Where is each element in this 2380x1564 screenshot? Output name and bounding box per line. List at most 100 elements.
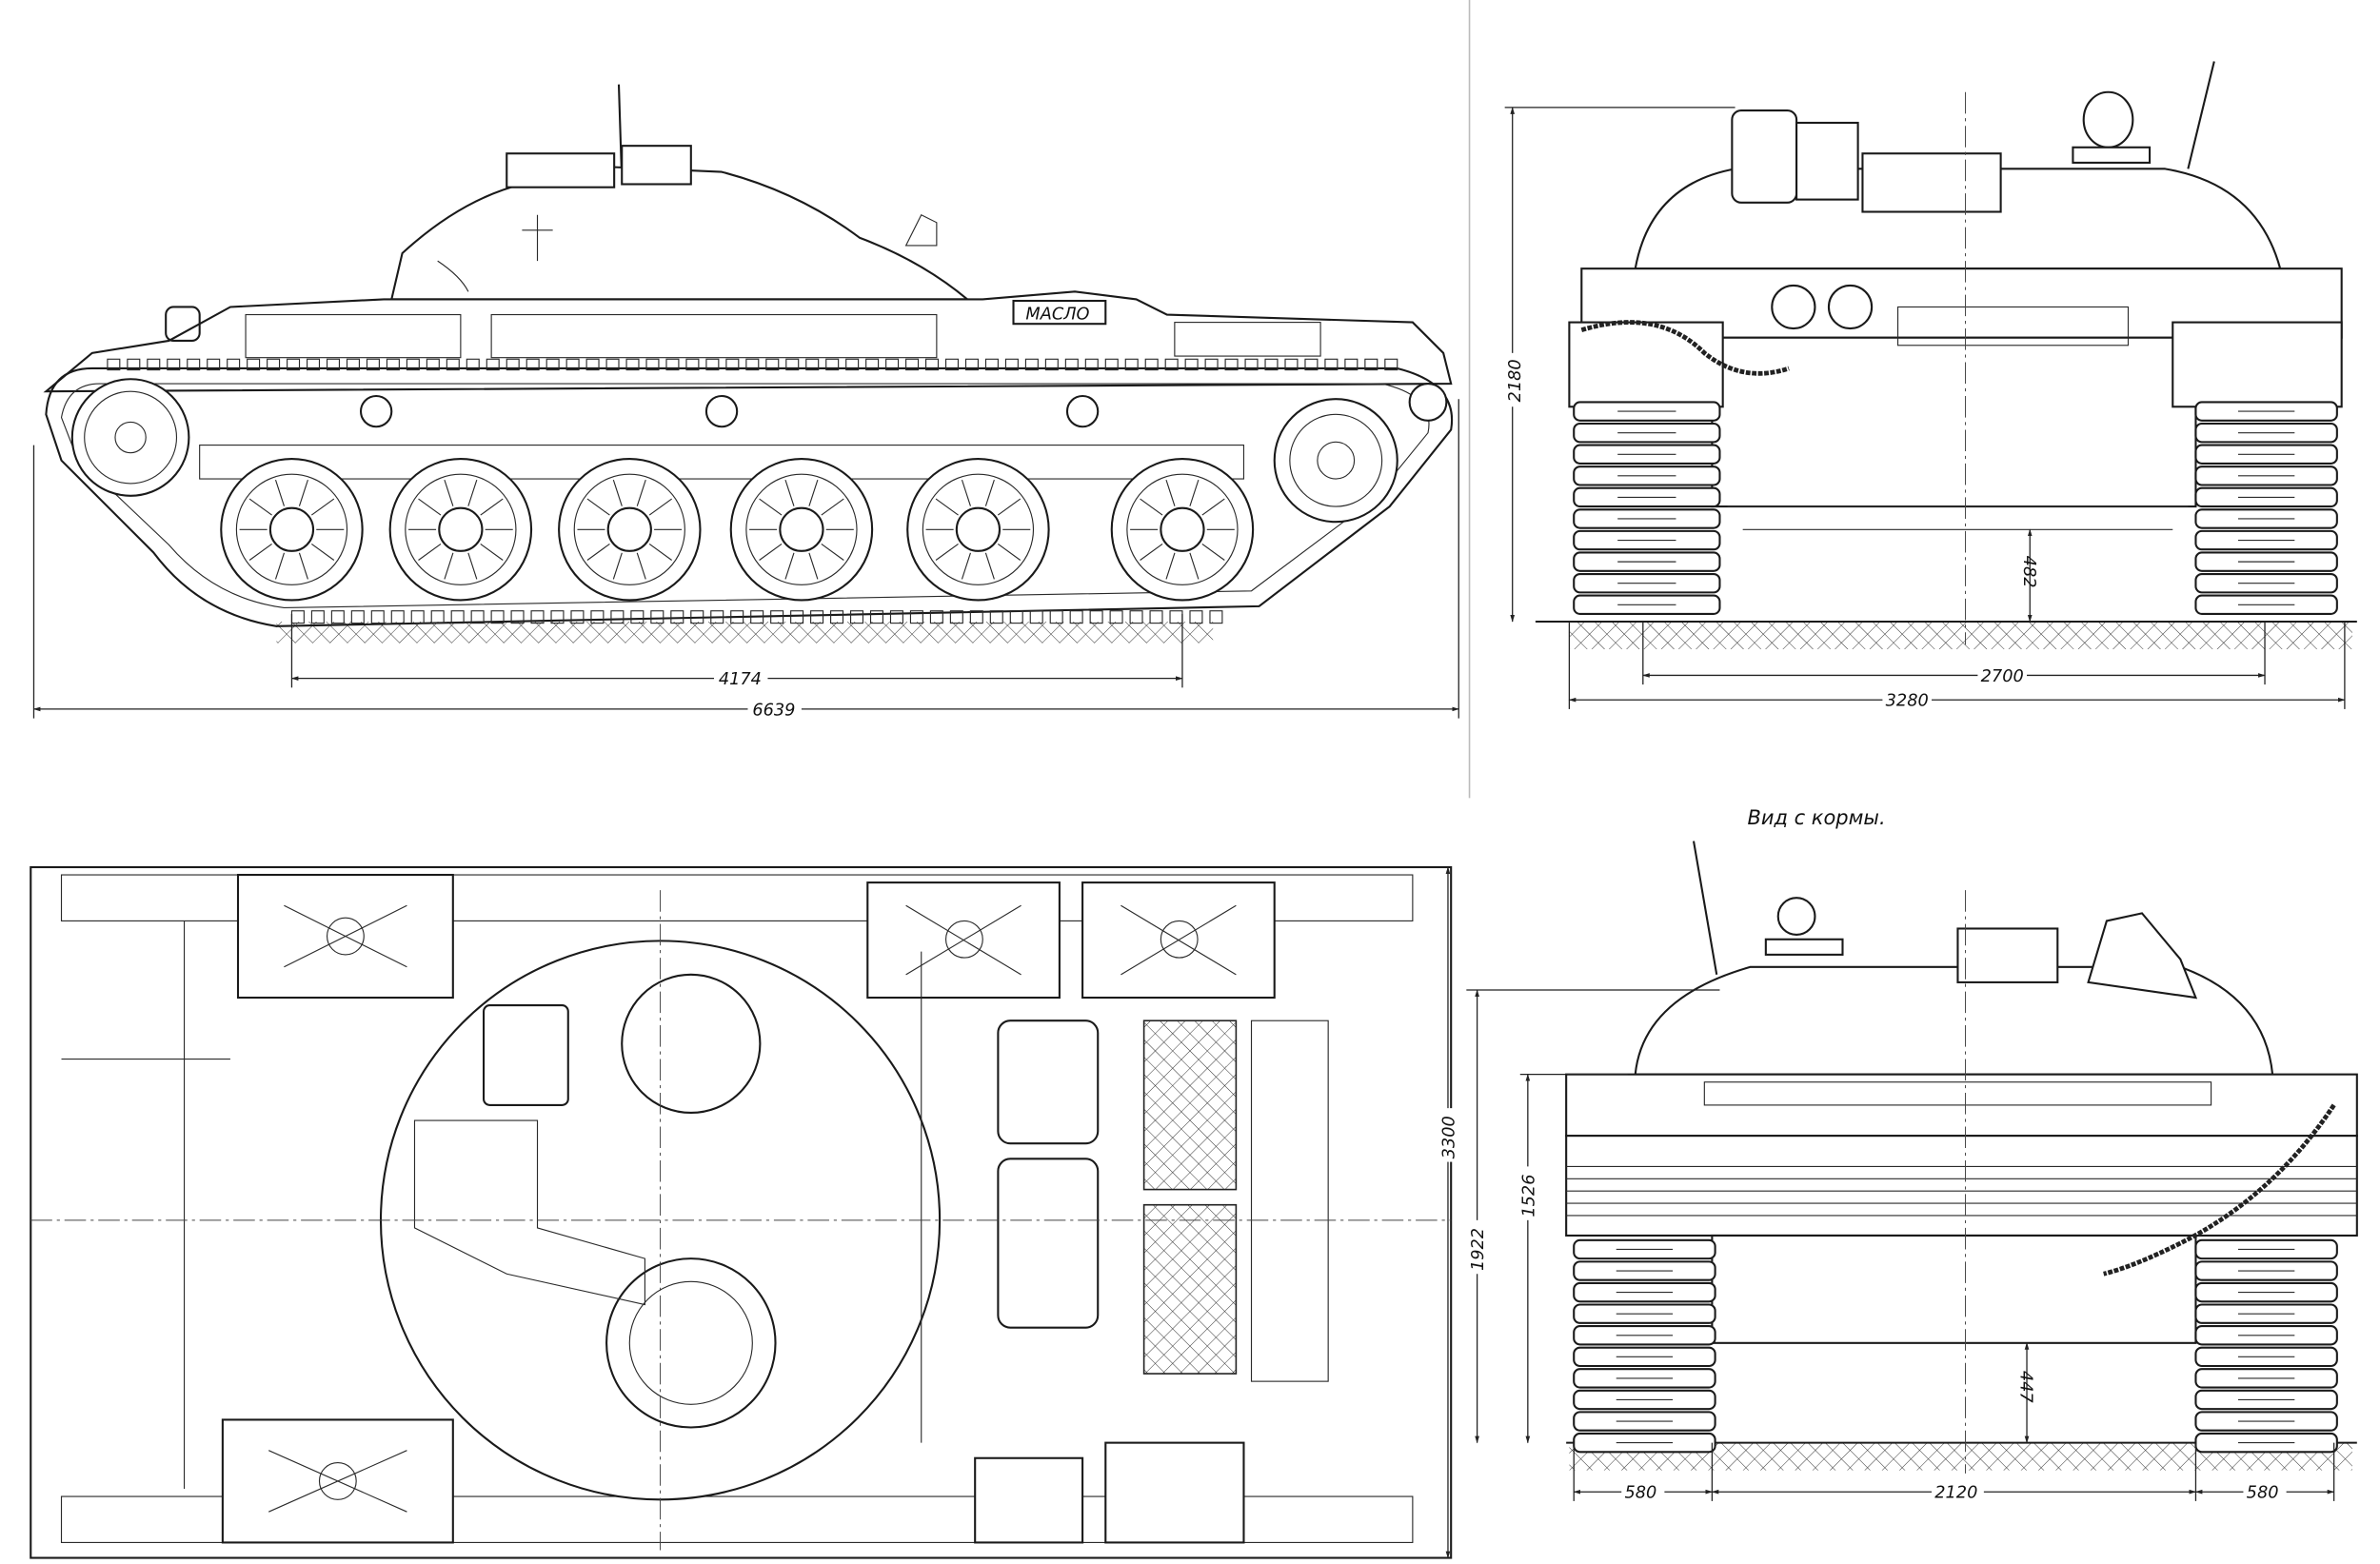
road-wheel [220, 458, 364, 602]
wheel-spoke [984, 479, 995, 506]
left-track [1573, 401, 1721, 615]
return-roller [1065, 394, 1100, 428]
fuel-box [974, 1456, 1084, 1544]
wheel-spoke [480, 543, 504, 561]
track-link [1244, 358, 1259, 371]
track-link [510, 610, 525, 624]
track-link [889, 610, 903, 624]
searchlight [1776, 897, 1816, 936]
track-link [1144, 358, 1159, 371]
track-link [805, 358, 820, 371]
wheel-spoke [418, 543, 442, 561]
track-link [127, 358, 141, 371]
wheel-rim [729, 458, 874, 602]
track-link [570, 610, 585, 624]
dim-length: 6639 [752, 701, 795, 720]
road-wheel [906, 458, 1050, 602]
wheel-hub [606, 506, 652, 552]
wheel-spoke [586, 543, 610, 561]
track-link [750, 610, 764, 624]
wheel-spoke [759, 543, 783, 561]
track-link [790, 610, 804, 624]
fender-box-3 [1174, 322, 1321, 357]
rear-view-title: Вид с кормы. [1747, 806, 1885, 829]
track-link [350, 610, 365, 624]
wheel-disc [745, 473, 858, 585]
wheel-spoke [274, 479, 286, 506]
track-link [526, 358, 540, 371]
track-link [386, 358, 400, 371]
track-link [585, 358, 600, 371]
track-link [1124, 358, 1139, 371]
dim-track-left: 580 [1624, 1484, 1656, 1503]
wheel-spoke [808, 552, 819, 580]
track-link [247, 358, 261, 371]
wheel-hub [1160, 506, 1205, 552]
track-link [430, 610, 445, 624]
left-fender [1568, 321, 1724, 408]
wheel-spoke [310, 543, 335, 561]
return-roller [704, 394, 739, 428]
hull-outline [30, 865, 1453, 1559]
track-link [964, 358, 979, 371]
road-wheels [220, 394, 1255, 602]
upper-hull [43, 290, 1453, 393]
turret-detail [437, 213, 938, 292]
track-link [765, 358, 780, 371]
wheel-hub [438, 506, 484, 552]
dim-deck-height: 1526 [1519, 1175, 1538, 1218]
track-link [705, 358, 720, 371]
wheel-spoke [480, 498, 504, 516]
track-link [530, 610, 545, 624]
track-link [905, 358, 920, 371]
turret [389, 165, 971, 301]
louvre-grill [1703, 1081, 2212, 1106]
track-link [1384, 358, 1398, 371]
radiator-louvres [1250, 1020, 1329, 1382]
wheel-spoke [586, 498, 610, 516]
searchlight-box [1731, 109, 1798, 204]
track-link [1084, 358, 1099, 371]
track-link [685, 358, 700, 371]
track-link [1209, 610, 1223, 624]
right-track-plan [60, 1495, 1414, 1543]
ground-hatch [1569, 622, 2352, 650]
track-link [406, 358, 420, 371]
track-link [326, 358, 341, 371]
track-link [410, 610, 425, 624]
dim-track-right: 580 [2247, 1484, 2279, 1503]
track-link [506, 358, 520, 371]
wheel-spoke [444, 479, 454, 506]
track-link [1184, 358, 1199, 371]
drive-sprocket [1273, 398, 1398, 524]
wheel-spoke [784, 552, 795, 580]
track-link [1149, 610, 1163, 624]
track-link [167, 358, 181, 371]
fender-box-2 [490, 313, 938, 359]
track-link [1204, 358, 1219, 371]
track-link [730, 610, 744, 624]
track-link [267, 358, 281, 371]
engine-grille [1142, 1020, 1238, 1191]
wheel-spoke [636, 552, 646, 580]
wheel-rim [1110, 458, 1255, 602]
wheel-rim [558, 458, 702, 602]
left-track [1573, 1238, 1716, 1454]
track-link [346, 358, 360, 371]
wheel-spoke [310, 498, 335, 516]
hatch-block [1861, 152, 2002, 213]
dim-track-center: 2700 [1981, 667, 2024, 686]
track-link [984, 358, 999, 371]
wheel-disc [922, 473, 1035, 585]
track-link [366, 358, 380, 371]
wheel-spoke [961, 552, 971, 580]
tow-loop [165, 306, 201, 342]
dim-rear-clearance: 447 [2016, 1371, 2035, 1404]
track-link [287, 358, 301, 371]
turret-equipment [413, 1119, 645, 1306]
track-link [630, 610, 645, 624]
oil-plate [1012, 299, 1107, 326]
track-link [650, 610, 664, 624]
track-link [725, 358, 740, 371]
engine-grille [1142, 1203, 1238, 1375]
